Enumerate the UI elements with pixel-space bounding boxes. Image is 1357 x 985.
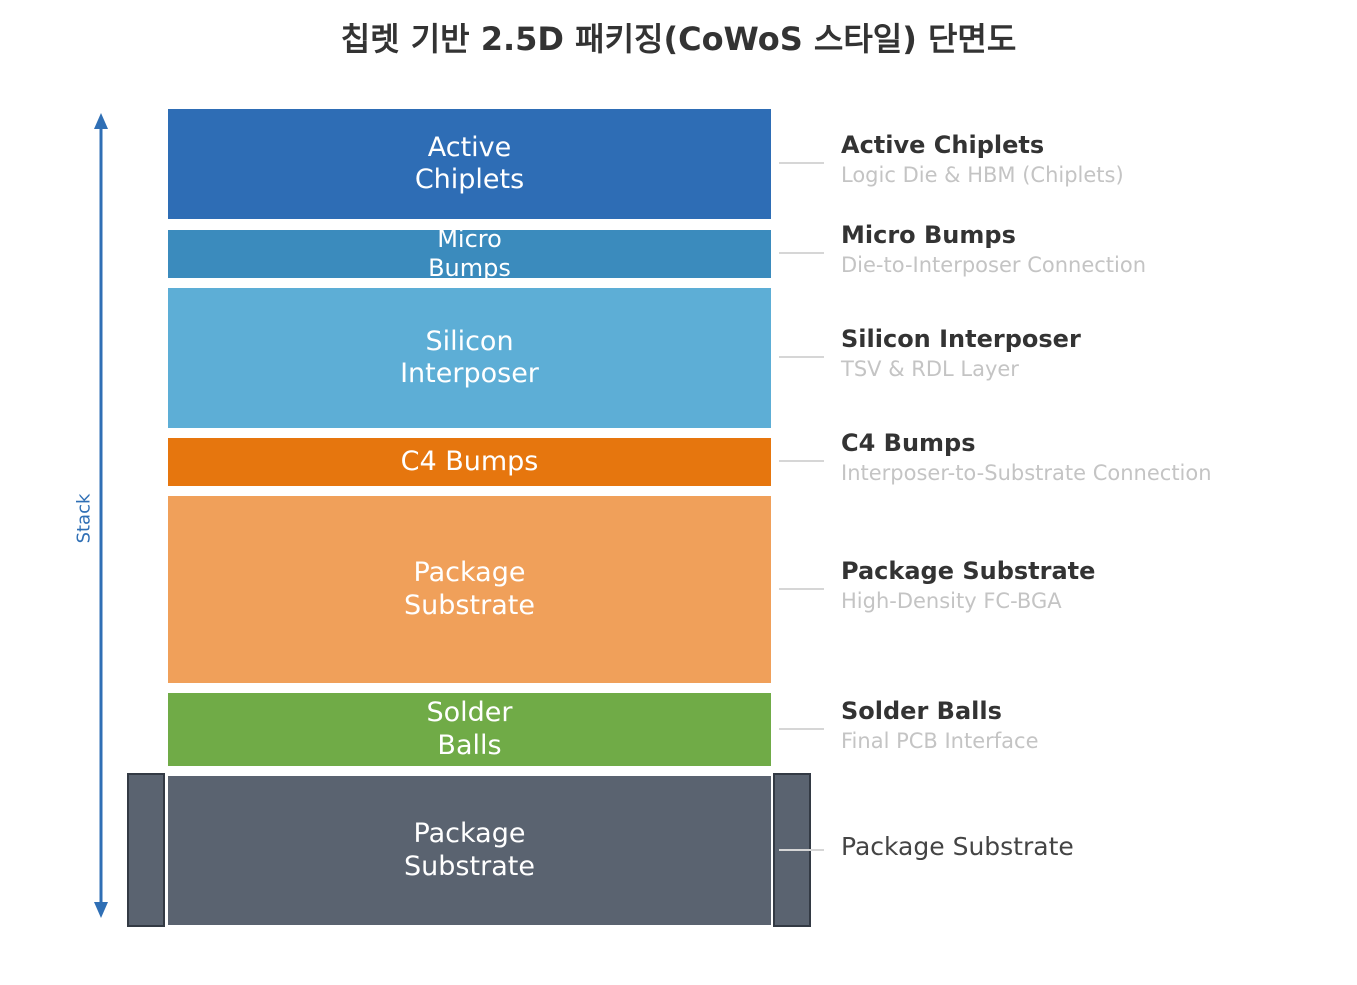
connector-line: [779, 460, 824, 462]
layer-line: Silicon: [425, 325, 514, 357]
label-title: Package Substrate: [841, 832, 1074, 861]
pcb-bracket-left: [127, 773, 165, 927]
label-silicon-interposer: Silicon Interposer TSV & RDL Layer: [841, 324, 1081, 385]
stack-arrow-icon: [94, 113, 108, 918]
connector-line: [779, 849, 824, 851]
stack-axis-label: Stack: [73, 493, 95, 544]
layer-line: Balls: [437, 729, 502, 761]
layer-line: C4 Bumps: [400, 445, 539, 477]
label-title: Active Chiplets: [841, 131, 1045, 159]
label-active-chiplets: Active Chiplets Logic Die & HBM (Chiplet…: [841, 130, 1124, 191]
connector-line: [779, 356, 824, 358]
label-subtitle: TSV & RDL Layer: [841, 357, 1019, 382]
connector-line: [779, 588, 824, 590]
label-title: Micro Bumps: [841, 221, 1016, 249]
layer-line: Solder: [426, 697, 513, 729]
label-title: Package Substrate: [841, 557, 1096, 585]
label-c4-bumps: C4 Bumps Interposer-to-Substrate Connect…: [841, 428, 1212, 489]
layer-c4-bumps: C4 Bumps: [168, 438, 771, 486]
label-subtitle: High-Density FC-BGA: [841, 589, 1062, 614]
label-subtitle: Final PCB Interface: [841, 729, 1039, 754]
label-title: C4 Bumps: [841, 429, 976, 457]
label-title: Silicon Interposer: [841, 325, 1081, 353]
layer-line: Active: [427, 131, 512, 163]
connector-line: [779, 252, 824, 254]
label-solder-balls: Solder Balls Final PCB Interface: [841, 696, 1039, 757]
layer-line: Interposer: [400, 358, 539, 389]
label-subtitle: Interposer-to-Substrate Connection: [841, 461, 1212, 486]
connector-line: [779, 728, 824, 730]
label-subtitle: Die-to-Interposer Connection: [841, 253, 1147, 278]
label-pcb-package-substrate: Package Substrate: [841, 832, 1074, 861]
layer-line: Package: [413, 557, 526, 589]
label-package-substrate: Package Substrate High-Density FC-BGA: [841, 556, 1095, 617]
connector-line: [779, 162, 824, 164]
layer-line: Package: [413, 818, 526, 850]
layer-line: Substrate: [404, 589, 535, 621]
label-subtitle: Logic Die & HBM (Chiplets): [841, 163, 1124, 188]
layer-line: Chiplets: [414, 164, 525, 195]
layer-line: Micro: [437, 225, 502, 254]
label-title: Solder Balls: [841, 697, 1002, 725]
diagram-title: 칩렛 기반 2.5D 패키징(CoWoS 스타일) 단면도: [340, 20, 1017, 58]
layer-line: Bumps: [428, 254, 511, 282]
layer-line: Substrate: [404, 850, 535, 882]
label-micro-bumps: Micro Bumps Die-to-Interposer Connection: [841, 220, 1146, 281]
